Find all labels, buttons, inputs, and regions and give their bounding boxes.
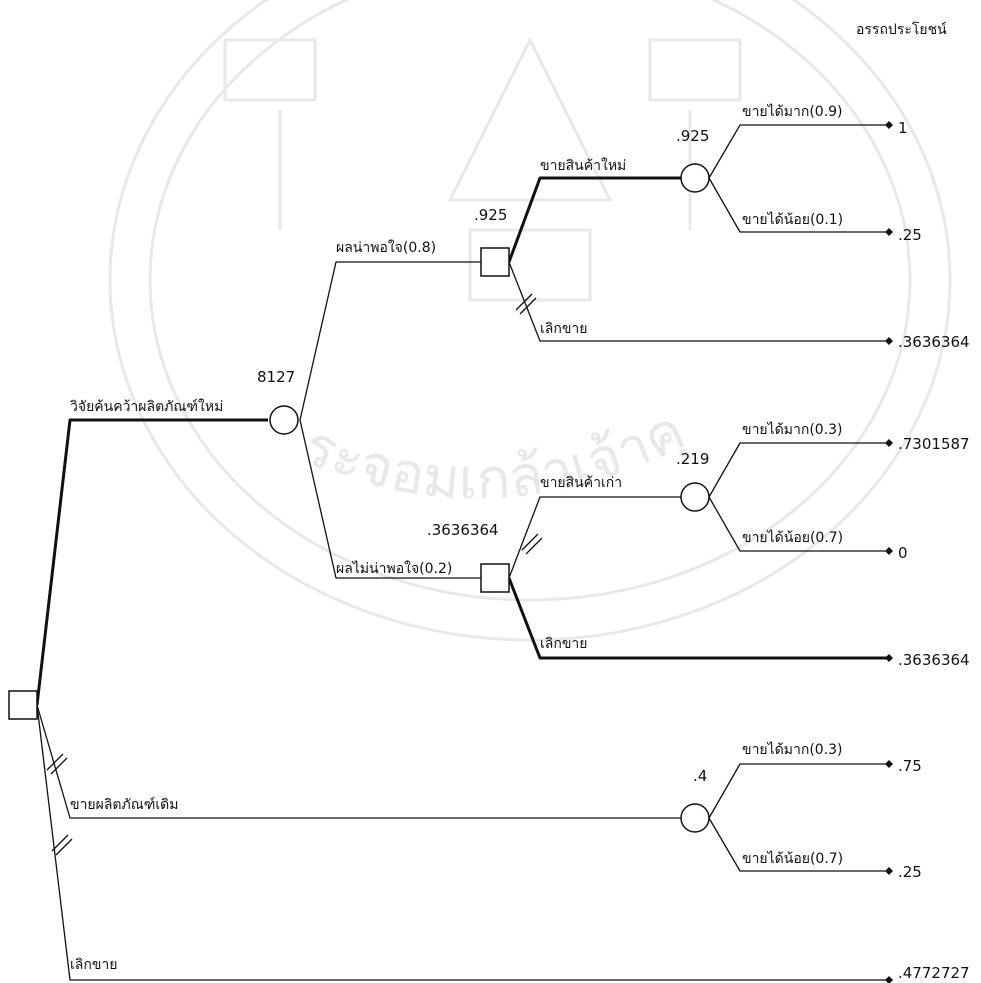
branch-line-sell-new — [509, 178, 681, 262]
terminal-marker-quit-root — [885, 976, 893, 983]
branch-label-quit-a: เลิกขาย — [540, 321, 587, 337]
branch-label-sell-old: ขายสินค้าเก่า — [540, 475, 622, 491]
utility-quit-b: .3636364 — [898, 652, 970, 668]
prune-mark-quit-root-a — [52, 835, 68, 851]
node-value-satisfy: .925 — [474, 207, 507, 223]
branch-line-old-high — [709, 443, 889, 497]
node-value-research: 8127 — [257, 369, 295, 385]
terminal-marker-new-high — [885, 121, 893, 129]
terminal-marker-exist-high — [885, 760, 893, 768]
node-value-unsatisfy: .3636364 — [427, 522, 499, 538]
branch-line-research — [37, 420, 268, 705]
branch-label-exist-high: ขายได้มาก(0.3) — [742, 742, 843, 758]
satisfy-decision-node — [481, 248, 509, 276]
branch-line-new-high — [709, 125, 889, 178]
prune-mark-quit-a-a — [516, 294, 532, 310]
terminal-marker-old-high — [885, 439, 893, 447]
utility-quit-root: .4772727 — [898, 965, 970, 981]
node-value-existing-product: .4 — [693, 768, 707, 784]
utility-exist-high: .75 — [898, 758, 922, 774]
node-value-new-product: .925 — [676, 128, 709, 144]
terminal-marker-old-low — [885, 547, 893, 555]
branch-label-existing: ขายผลิตภัณฑ์เดิม — [70, 797, 178, 813]
terminal-marker-quit-a — [885, 337, 893, 345]
research-chance-node — [270, 406, 298, 434]
terminal-marker-exist-low — [885, 867, 893, 875]
branch-label-quit-root: เลิกขาย — [70, 957, 117, 973]
branch-label-new-high: ขายได้มาก(0.9) — [742, 104, 843, 120]
prune-mark-quit-root-b — [56, 839, 72, 855]
branch-label-exist-low: ขายได้น้อย(0.7) — [742, 851, 843, 867]
branch-line-satisfy — [300, 262, 481, 420]
branch-line-exist-high — [709, 764, 889, 818]
branch-label-sell-new: ขายสินค้าใหม่ — [540, 158, 626, 174]
new-product-chance-node — [681, 164, 709, 192]
utility-new-low: .25 — [898, 227, 922, 243]
branch-label-new-low: ขายได้น้อย(0.1) — [742, 212, 843, 228]
root-decision-node — [9, 691, 37, 719]
utility-quit-a: .3636364 — [898, 334, 970, 350]
utility-old-high: .7301587 — [898, 436, 970, 452]
old-product-chance-node — [681, 483, 709, 511]
utility-new-high: 1 — [898, 120, 908, 136]
branch-label-old-high: ขายได้มาก(0.3) — [742, 422, 843, 438]
utility-exist-low: .25 — [898, 864, 922, 880]
utility-column-header: อรรถประโยชน์ — [856, 22, 947, 38]
branch-label-research: วิจัยค้นคว้าผลิตภัณฑ์ใหม่ — [70, 399, 223, 415]
terminal-marker-new-low — [885, 228, 893, 236]
unsatisfy-decision-node — [481, 564, 509, 592]
utility-old-low: 0 — [898, 545, 908, 561]
branch-label-quit-b: เลิกขาย — [540, 636, 587, 652]
prune-mark-sell-old-b — [526, 538, 542, 554]
terminal-marker-quit-b — [885, 654, 893, 662]
branch-label-unsatisfy: ผลไม่น่าพอใจ(0.2) — [336, 561, 452, 577]
node-value-old-product: .219 — [676, 451, 709, 467]
existing-product-chance-node — [681, 804, 709, 832]
branch-label-old-low: ขายได้น้อย(0.7) — [742, 530, 843, 546]
branch-label-satisfy: ผลน่าพอใจ(0.8) — [336, 240, 436, 256]
branch-line-unsatisfy — [300, 420, 481, 578]
